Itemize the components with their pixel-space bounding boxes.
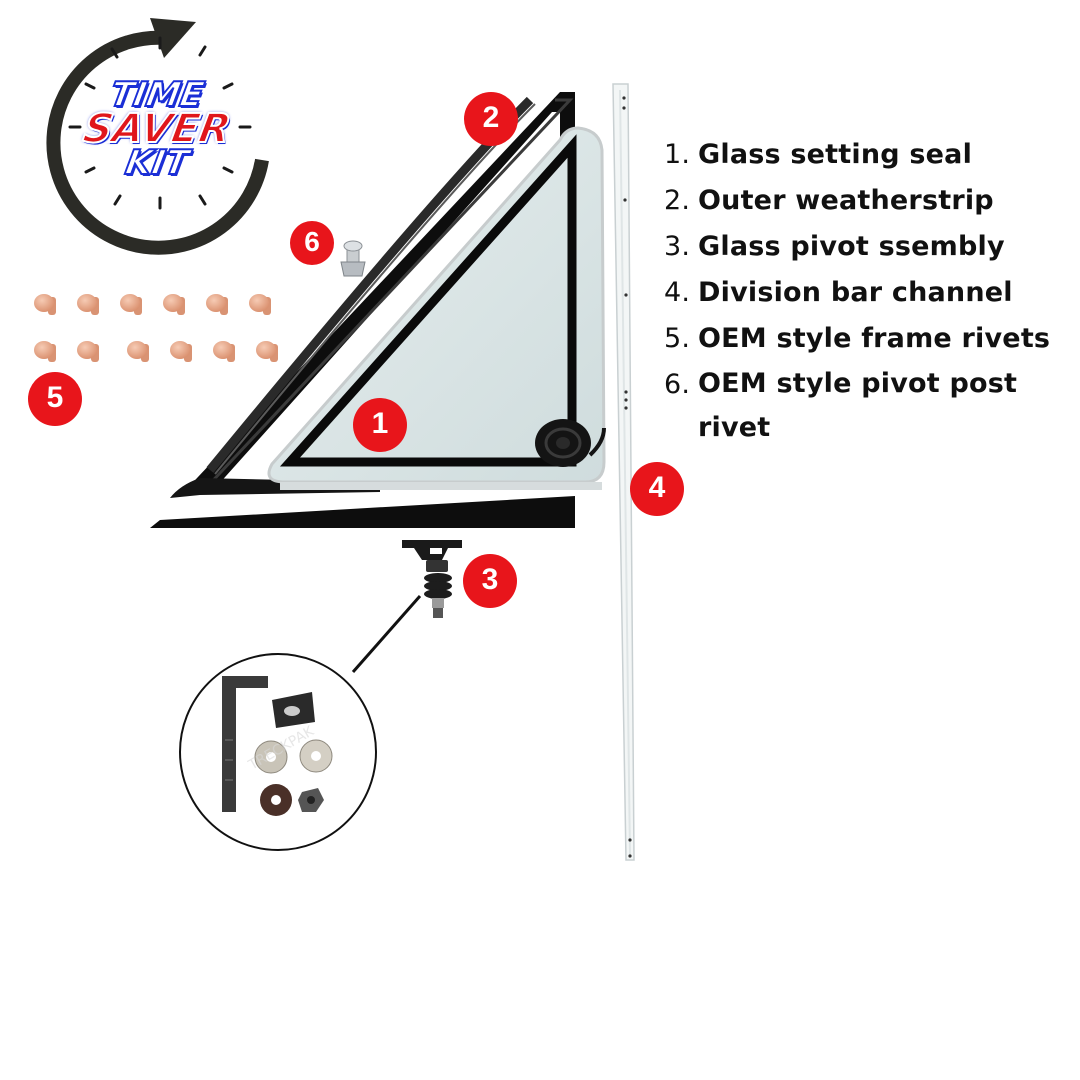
time-saver-kit-logo <box>46 18 269 255</box>
rivet <box>77 294 99 315</box>
item-number: 2. <box>664 185 691 216</box>
badge-6: 6 <box>290 221 334 265</box>
pivot-post-rivet <box>340 240 366 277</box>
parts-list: 1. Glass setting seal 2. Outer weatherst… <box>664 132 1074 450</box>
item-number: 5. <box>664 323 691 354</box>
rivet <box>77 341 99 362</box>
item-number: 3. <box>664 231 691 262</box>
seal-roll <box>535 419 606 467</box>
glass-pivot-assembly <box>402 540 462 618</box>
item-label: OEM style frame rivets <box>698 323 1051 354</box>
badge-1: 1 <box>353 398 407 452</box>
frame-rivets <box>34 294 278 362</box>
parts-list-item: 2. Outer weatherstrip <box>664 178 1074 224</box>
parts-list-item: 6. OEM style pivot post rivet <box>664 362 1074 450</box>
item-label: Glass setting seal <box>698 139 973 170</box>
item-label: Glass pivot ssembly <box>698 231 1005 262</box>
parts-list-item: 1. Glass setting seal <box>664 132 1074 178</box>
badge-5: 5 <box>28 372 82 426</box>
badge-3: 3 <box>463 554 517 608</box>
item-label: OEM style pivot post rivet <box>698 368 1018 443</box>
rivet <box>127 341 149 362</box>
rivet <box>249 294 271 315</box>
parts-list-item: 3. Glass pivot ssembly <box>664 224 1074 270</box>
rivet <box>34 294 56 315</box>
rivet <box>206 294 228 315</box>
pivot-hardware-detail: TRECKPAK <box>179 653 377 851</box>
division-bar-channel <box>612 83 635 861</box>
badge-4: 4 <box>630 462 684 516</box>
item-label: Outer weatherstrip <box>698 185 994 216</box>
rivet <box>256 341 278 362</box>
vent-glass <box>267 126 606 490</box>
item-number: 1. <box>664 139 691 170</box>
rivet <box>170 341 192 362</box>
parts-list-item: 5. OEM style frame rivets <box>664 316 1074 362</box>
rivet <box>213 341 235 362</box>
item-number: 4. <box>664 277 691 308</box>
item-label: Division bar channel <box>698 277 1013 308</box>
detail-leader-line <box>351 595 422 673</box>
parts-list-item: 4. Division bar channel <box>664 270 1074 316</box>
rivet <box>163 294 185 315</box>
item-number: 6. <box>664 369 691 400</box>
rivet <box>34 341 56 362</box>
badge-2: 2 <box>464 92 518 146</box>
rivet <box>120 294 142 315</box>
